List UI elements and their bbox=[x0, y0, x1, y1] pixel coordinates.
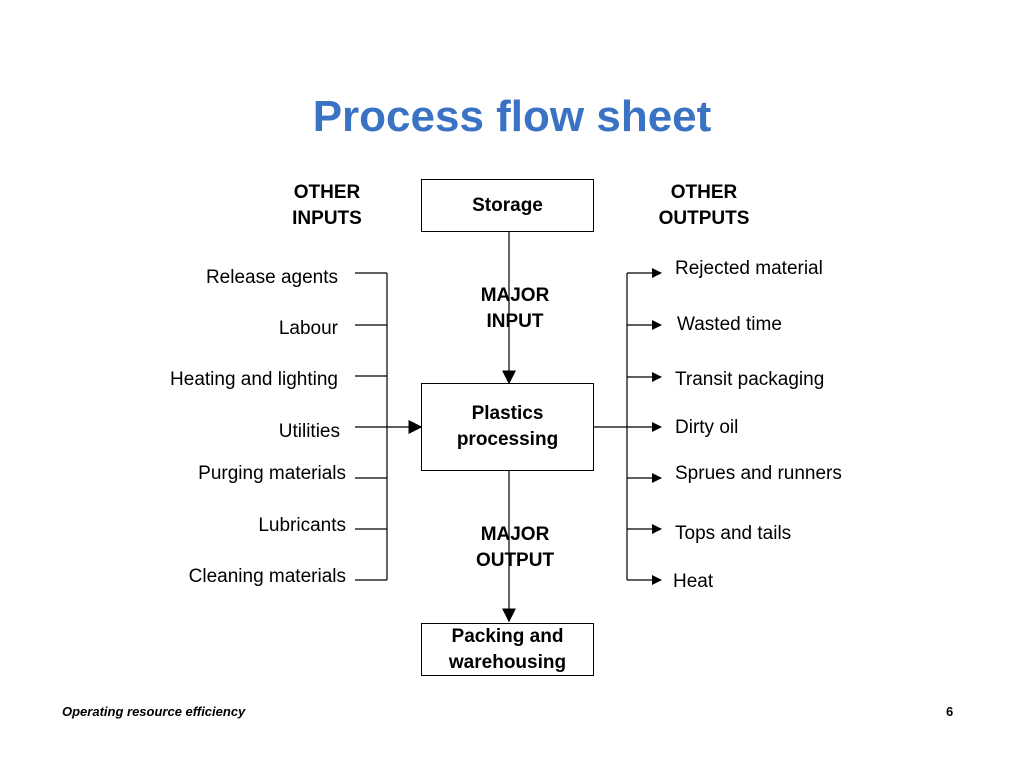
major-output-label: MAJOR OUTPUT bbox=[455, 522, 575, 574]
major-input-line-2: INPUT bbox=[486, 311, 544, 332]
output-label-tops-and-tails: Tops and tails bbox=[675, 523, 792, 544]
packing-box-line-1: Packing and bbox=[451, 625, 564, 647]
other-inputs-line-2: INPUTS bbox=[292, 208, 362, 229]
other-inputs-header: OTHER INPUTS bbox=[268, 180, 386, 232]
input-bracket bbox=[355, 272, 388, 581]
input-label-release-agents: Release agents bbox=[205, 267, 338, 288]
input-label-utilities: Utilities bbox=[278, 421, 340, 442]
other-outputs-header: OTHER OUTPUTS bbox=[640, 180, 768, 232]
storage-box-label: Storage bbox=[472, 194, 543, 216]
other-outputs-line-1: OTHER bbox=[670, 182, 738, 203]
page-number: 6 bbox=[946, 704, 954, 719]
input-label-lubricants: Lubricants bbox=[258, 515, 346, 536]
output-label-rejected-material: Rejected material bbox=[675, 258, 823, 279]
processing-box-line-2: processing bbox=[456, 429, 559, 450]
storage-box: Storage bbox=[421, 179, 594, 232]
major-output-line-2: OUTPUT bbox=[475, 550, 555, 571]
major-input-label: MAJOR INPUT bbox=[455, 283, 575, 335]
output-label-sprues-and-runners: Sprues and runners bbox=[675, 463, 842, 484]
processing-box-line-1: Plastics bbox=[471, 403, 544, 424]
other-inputs-line-1: OTHER bbox=[293, 182, 361, 203]
output-label-heat: Heat bbox=[673, 571, 714, 592]
packing-box-line-2: warehousing bbox=[448, 651, 567, 673]
input-label-heating-and-lighting: Heating and lighting bbox=[170, 369, 338, 390]
input-label-cleaning-materials: Cleaning materials bbox=[188, 566, 346, 587]
plastics-processing-box: Plastics processing bbox=[421, 383, 594, 471]
packing-warehousing-box: Packing and warehousing bbox=[421, 623, 594, 676]
slide-title: Process flow sheet bbox=[312, 92, 712, 141]
major-output-line-1: MAJOR bbox=[480, 524, 550, 545]
other-outputs-line-2: OUTPUTS bbox=[658, 208, 750, 229]
footer-text: Operating resource efficiency bbox=[62, 704, 246, 719]
output-arrows bbox=[627, 268, 662, 585]
output-label-transit-packaging: Transit packaging bbox=[675, 369, 825, 390]
output-label-wasted-time: Wasted time bbox=[677, 314, 782, 335]
output-label-dirty-oil: Dirty oil bbox=[675, 417, 739, 438]
major-input-line-1: MAJOR bbox=[480, 285, 550, 306]
input-label-purging-materials: Purging materials bbox=[198, 463, 346, 484]
input-label-labour: Labour bbox=[278, 318, 338, 339]
